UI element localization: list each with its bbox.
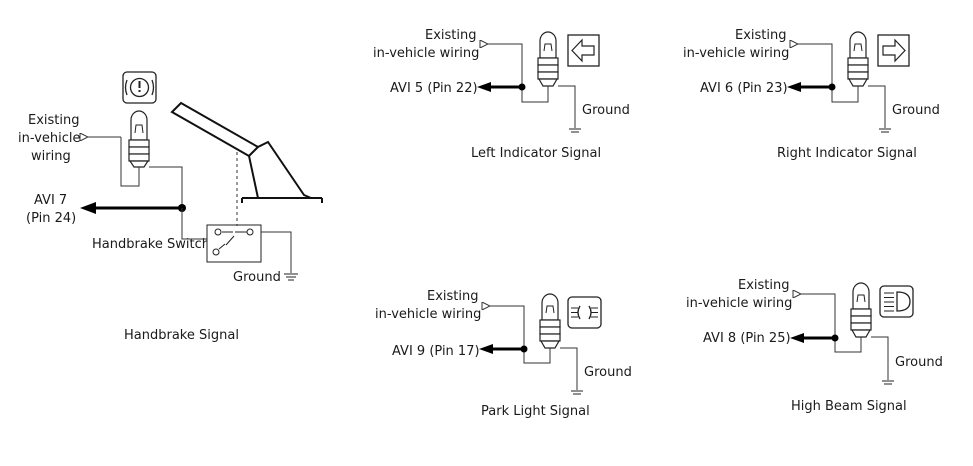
left-caption: Left Indicator Signal: [471, 146, 601, 161]
right-ground-label: Ground: [892, 103, 940, 118]
highbeam-existing-line1: Existing: [738, 278, 790, 293]
park-light-icon: [567, 296, 602, 329]
handbrake-diagram: Existing in-vehicle wiring AVI 7 (Pin 24…: [18, 71, 323, 343]
left-indicator-diagram: Existing in-vehicle wiring AVI 5 (Pin 22…: [373, 28, 630, 161]
high-beam-icon: [879, 285, 914, 318]
handbrake-existing-line1: Existing: [28, 113, 80, 128]
highbeam-ground-label: Ground: [895, 355, 943, 370]
high-beam-diagram: Existing in-vehicle wiring AVI 8 (Pin 25…: [686, 278, 943, 414]
left-ground-symbol: [569, 128, 581, 133]
park-light-diagram: Existing in-vehicle wiring AVI 9 (Pin 17…: [375, 289, 632, 419]
handbrake-ground-symbol: [284, 273, 298, 281]
left-bulb-icon: [537, 31, 559, 87]
handbrake-lever-illustration: [170, 101, 323, 203]
handbrake-switch-label: Handbrake Switch: [92, 237, 210, 252]
left-ground-label: Ground: [582, 103, 630, 118]
brake-warning-icon: [122, 71, 157, 104]
left-avi-label: AVI 5 (Pin 22): [390, 81, 478, 96]
park-bulb-icon: [539, 293, 561, 349]
right-existing-line2: in-vehicle wiring: [683, 46, 789, 61]
handbrake-caption: Handbrake Signal: [124, 328, 239, 343]
right-arrow-icon: [877, 34, 910, 67]
right-existing-line1: Existing: [735, 28, 787, 43]
right-caption: Right Indicator Signal: [777, 146, 917, 161]
highbeam-ground-symbol: [882, 380, 894, 385]
park-ground-symbol: [571, 390, 583, 395]
left-arrow-icon: [567, 34, 600, 67]
park-existing-line1: Existing: [427, 289, 479, 304]
left-existing-line1: Existing: [425, 28, 477, 43]
right-ground-symbol: [879, 128, 891, 133]
handbrake-ground-label: Ground: [233, 270, 281, 285]
highbeam-avi-label: AVI 8 (Pin 25): [703, 331, 791, 346]
handbrake-switch: [206, 224, 262, 263]
handbrake-existing-line3: wiring: [31, 149, 71, 164]
right-avi-label: AVI 6 (Pin 23): [700, 81, 788, 96]
park-ground-label: Ground: [584, 365, 632, 380]
handbrake-existing-line2: in-vehicle: [18, 131, 81, 146]
handbrake-bulb-icon: [128, 110, 150, 168]
highbeam-caption: High Beam Signal: [791, 399, 907, 414]
highbeam-existing-line2: in-vehicle wiring: [686, 296, 792, 311]
handbrake-avi-line2: (Pin 24): [26, 211, 76, 226]
right-indicator-diagram: Existing in-vehicle wiring AVI 6 (Pin 23…: [683, 28, 940, 161]
highbeam-bulb-icon: [850, 282, 872, 338]
handbrake-avi-line1: AVI 7: [34, 193, 67, 208]
right-bulb-icon: [847, 31, 869, 87]
left-existing-line2: in-vehicle wiring: [373, 46, 479, 61]
park-caption: Park Light Signal: [481, 404, 590, 419]
park-avi-label: AVI 9 (Pin 17): [392, 344, 480, 359]
park-existing-line2: in-vehicle wiring: [375, 307, 481, 322]
